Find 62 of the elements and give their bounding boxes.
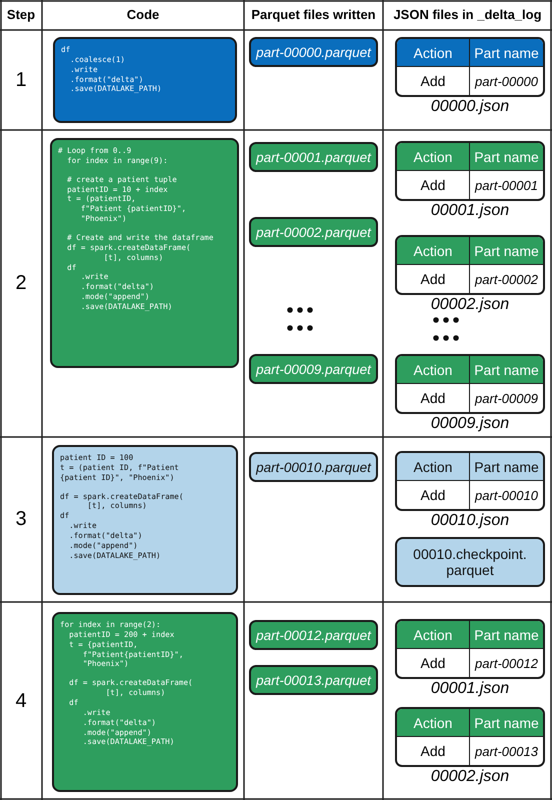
file-box: part-00012.parquet [249, 620, 378, 650]
part-name-value: part-00012 [474, 654, 539, 673]
column-header: Step [6, 6, 36, 24]
column-header: Part name [470, 143, 543, 171]
code-block [52, 445, 238, 595]
file-name: 00000.json [430, 98, 510, 116]
file-box: part-00002.parquet [249, 217, 378, 247]
step-number: 2 [14, 271, 28, 296]
part-name-value: part-00010 [474, 486, 539, 505]
part-name-value: part-00000 [474, 72, 539, 91]
column-header: Action [397, 621, 470, 649]
log-entry-table [395, 354, 545, 414]
file-name: 00010.json [430, 512, 510, 530]
action-value: Add [397, 67, 470, 95]
code-block [52, 612, 238, 792]
action-value: Add [397, 384, 470, 412]
file-box: part-00001.parquet [249, 142, 378, 172]
file-box: part-00009.parquet [249, 354, 378, 384]
file-name: 00001.json [430, 202, 510, 220]
part-name-value: part-00009 [474, 390, 539, 408]
step-number: 3 [14, 507, 28, 532]
column-header: JSON files in _delta_log [392, 6, 543, 24]
log-entry-table [395, 235, 545, 295]
column-header: Part name [470, 709, 543, 737]
file-name: 00002.json [430, 296, 510, 314]
column-header: Part name [470, 356, 543, 384]
log-entry-table [395, 141, 545, 201]
part-name-value: part-00013 [474, 742, 539, 761]
code-block [53, 37, 237, 123]
part-name-value: part-00002 [474, 270, 539, 289]
action-value: Add [397, 265, 470, 293]
column-header: Part name [470, 621, 543, 649]
action-value: Add [397, 649, 470, 677]
step-number: 1 [14, 68, 28, 92]
column-header: Part name [470, 237, 543, 265]
code-block [50, 138, 239, 368]
column-header: Action [397, 356, 470, 384]
column-header: Part name [470, 453, 543, 481]
file-name: 00002.json [430, 768, 510, 786]
column-header: Parquet files written [250, 6, 377, 24]
log-entry-table [395, 619, 545, 679]
column-header: Action [397, 453, 470, 481]
column-header: Action [397, 143, 470, 171]
log-entry-table [395, 707, 545, 767]
file-name: 00009.json [430, 415, 510, 433]
action-value: Add [397, 481, 470, 509]
file-name: 00001.json [430, 680, 510, 698]
column-header: Action [397, 237, 470, 265]
file-box: part-00013.parquet [249, 665, 378, 695]
action-value: Add [397, 171, 470, 199]
file-box: part-00010.parquet [249, 452, 378, 482]
column-header: Action [397, 709, 470, 737]
part-name-value: part-00001 [474, 176, 539, 195]
column-header: Code [126, 6, 160, 24]
step-number: 4 [14, 688, 28, 714]
log-entry-table [395, 451, 545, 511]
file-box: 00010.checkpoint. parquet [395, 537, 545, 587]
column-header: Part name [470, 39, 543, 67]
file-box: part-00000.parquet [249, 37, 378, 67]
log-entry-table [395, 37, 545, 97]
action-value: Add [397, 737, 470, 765]
column-header: Action [397, 39, 470, 67]
